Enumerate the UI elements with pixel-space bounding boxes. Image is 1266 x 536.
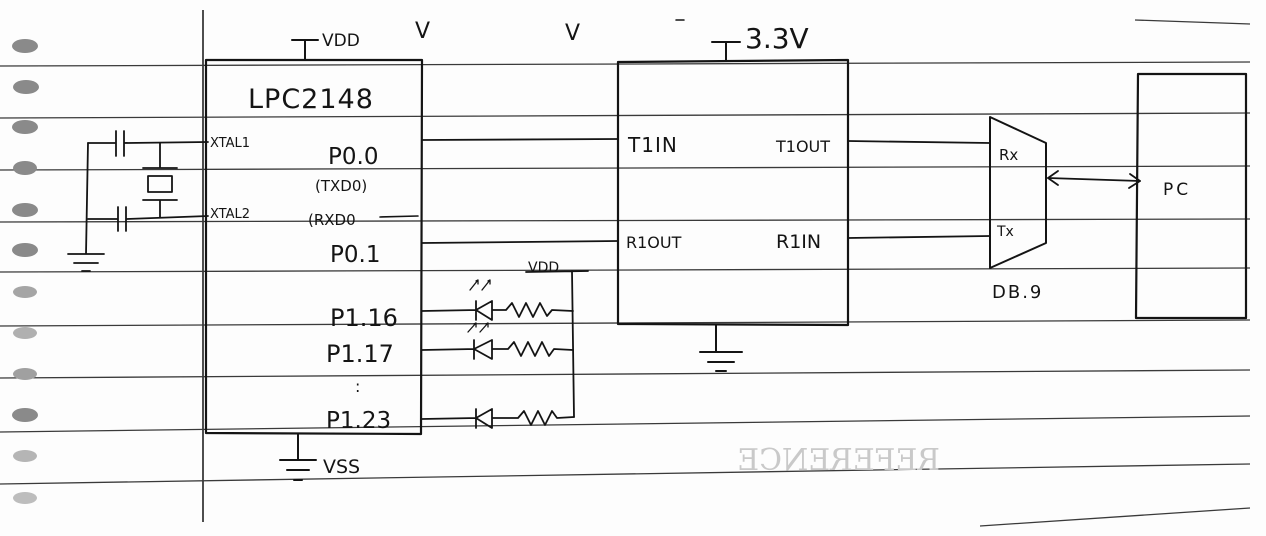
xtal1-label: XTAL1	[210, 136, 250, 151]
mcu-block: LPC2148 VDD VSS XTAL1 XTAL2 P0.0 (TXD0) …	[204, 31, 424, 481]
transceiver-supply-label: 3.3V	[745, 22, 809, 55]
bleed-through: REFERENCE	[737, 443, 940, 478]
t1out-label: T1OUT	[775, 137, 830, 156]
xtal2-label: XTAL2	[210, 207, 250, 222]
transceiver-block: 3.3V T1IN T1OUT R1OUT R1IN	[616, 22, 850, 372]
tx-line	[421, 138, 619, 141]
tx-func-label: (TXD0)	[315, 177, 367, 195]
r1in-label: R1IN	[776, 231, 821, 253]
db9-name-label: DB.9	[992, 282, 1043, 303]
led-pin-label-2: P1.17	[326, 340, 394, 368]
led-array: VDD	[421, 260, 589, 429]
ruled-lines	[0, 19, 1251, 527]
db9-connector: Rx Tx DB.9	[989, 116, 1047, 303]
mcu-supply-label: VDD	[322, 31, 360, 51]
tx-pin-label: P0.0	[328, 144, 378, 170]
top-mark-1: V	[415, 19, 430, 44]
led-pin-label-3: P1.23	[326, 408, 391, 434]
mcu-name: LPC2148	[248, 84, 374, 115]
pc-block: PC	[1134, 72, 1248, 320]
db9-rx-label: Rx	[999, 146, 1018, 164]
r1in-line	[847, 235, 991, 239]
r1out-label: R1OUT	[626, 233, 682, 252]
binding-holes	[12, 39, 39, 504]
db9-tx-label: Tx	[996, 224, 1014, 240]
svg-text:REFERENCE: REFERENCE	[737, 443, 940, 478]
top-mark-2: V	[565, 21, 580, 46]
pc-label: PC	[1163, 180, 1191, 200]
led-pin-ellipsis: :	[355, 377, 360, 396]
rx-pin-label: P0.1	[330, 242, 380, 268]
serial-link-arrow	[1047, 170, 1141, 189]
led-supply-label: VDD	[528, 260, 559, 276]
t1out-line	[847, 140, 991, 144]
led-pin-label-1: P1.16	[330, 304, 398, 332]
crystal-circuit	[67, 130, 209, 272]
rx-func-label: (RXD0	[308, 211, 356, 229]
rx-line	[421, 240, 619, 244]
t1in-label: T1IN	[627, 133, 678, 157]
mcu-ground-label: VSS	[323, 456, 360, 478]
